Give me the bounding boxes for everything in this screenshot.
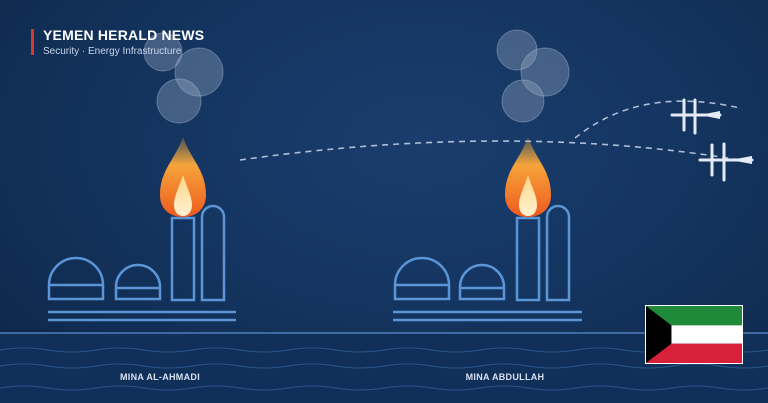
smoke-icon: [496, 29, 570, 123]
brand-block: YEMEN HERALD NEWS Security · Energy Infr…: [31, 27, 204, 59]
drone-icon: [670, 98, 722, 135]
brand-title: YEMEN HERALD NEWS: [43, 27, 205, 43]
flame-icon: [160, 137, 206, 217]
flight-path-icon: [239, 100, 741, 161]
refinery-icon: [393, 204, 582, 322]
flame-icon: [505, 137, 551, 217]
drone-icon: [698, 142, 754, 182]
brand-accent-bar: [31, 29, 34, 55]
smoke-icon: [143, 32, 224, 124]
kuwait-flag-icon: [645, 305, 743, 364]
location-label-mina-abdullah: MINA ABDULLAH: [465, 372, 545, 382]
sea-waves-icon: [0, 332, 768, 403]
brand-subtitle: Security · Energy Infrastructure: [43, 46, 182, 57]
refinery-icon: [47, 204, 236, 322]
location-label-mina-al-ahmadi: MINA AL-AHMADI: [119, 372, 201, 382]
